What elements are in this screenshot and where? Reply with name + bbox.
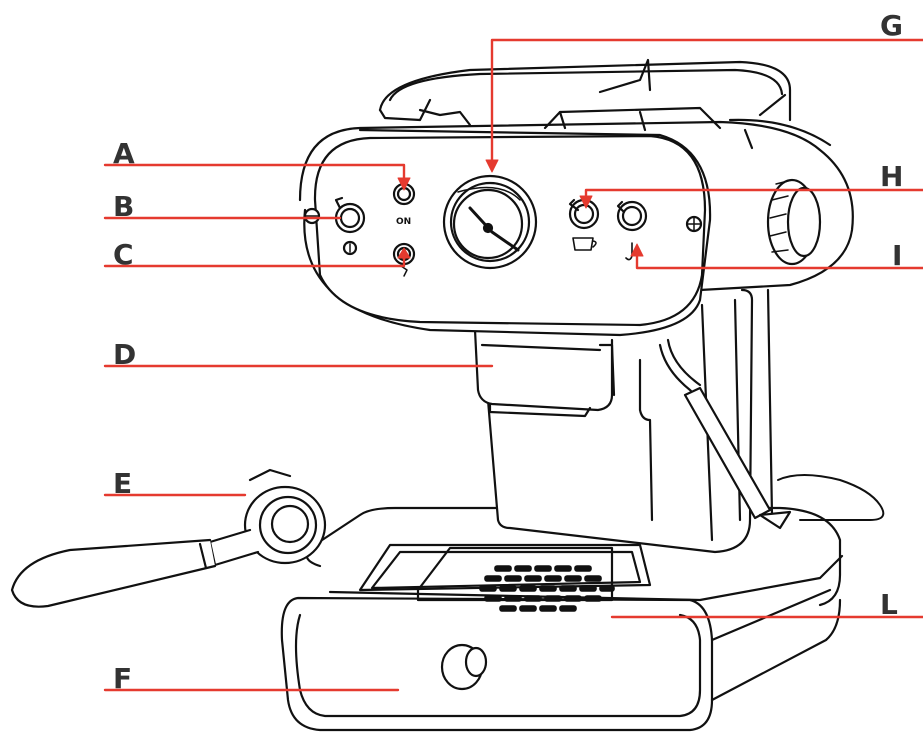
leader-i (635, 250, 923, 270)
brew-group (473, 328, 616, 418)
right-controls (568, 198, 703, 261)
leader-g (490, 38, 923, 166)
steam-wand (658, 338, 792, 530)
leader-a (103, 163, 406, 184)
drip-tray (280, 506, 844, 732)
callout-h: H (880, 160, 904, 193)
drawer-knob (440, 643, 488, 691)
pressure-gauge (442, 174, 538, 270)
portafilter (10, 468, 327, 608)
leader-lines (103, 38, 923, 692)
callout-d: D (113, 338, 137, 371)
machine-column (486, 288, 885, 554)
leader-c (103, 253, 406, 268)
callout-b: B (113, 190, 135, 223)
on-caption: ON (396, 217, 411, 227)
callout-i: I (892, 239, 903, 272)
callout-g: G (880, 9, 903, 42)
leader-a-arrow (397, 177, 411, 191)
callout-e: E (113, 467, 133, 500)
callout-a: A (113, 137, 135, 170)
callout-l: L (880, 588, 898, 621)
side-knob (766, 178, 822, 266)
leader-c-arrow (397, 247, 411, 259)
leader-i-arrow (630, 243, 644, 257)
top-reservoir (378, 58, 792, 150)
leader-h-arrow (579, 195, 593, 209)
leader-g-arrow (485, 159, 499, 173)
callout-f: F (113, 662, 133, 695)
drip-tray-grid (479, 565, 615, 612)
callout-c: C (113, 238, 134, 271)
